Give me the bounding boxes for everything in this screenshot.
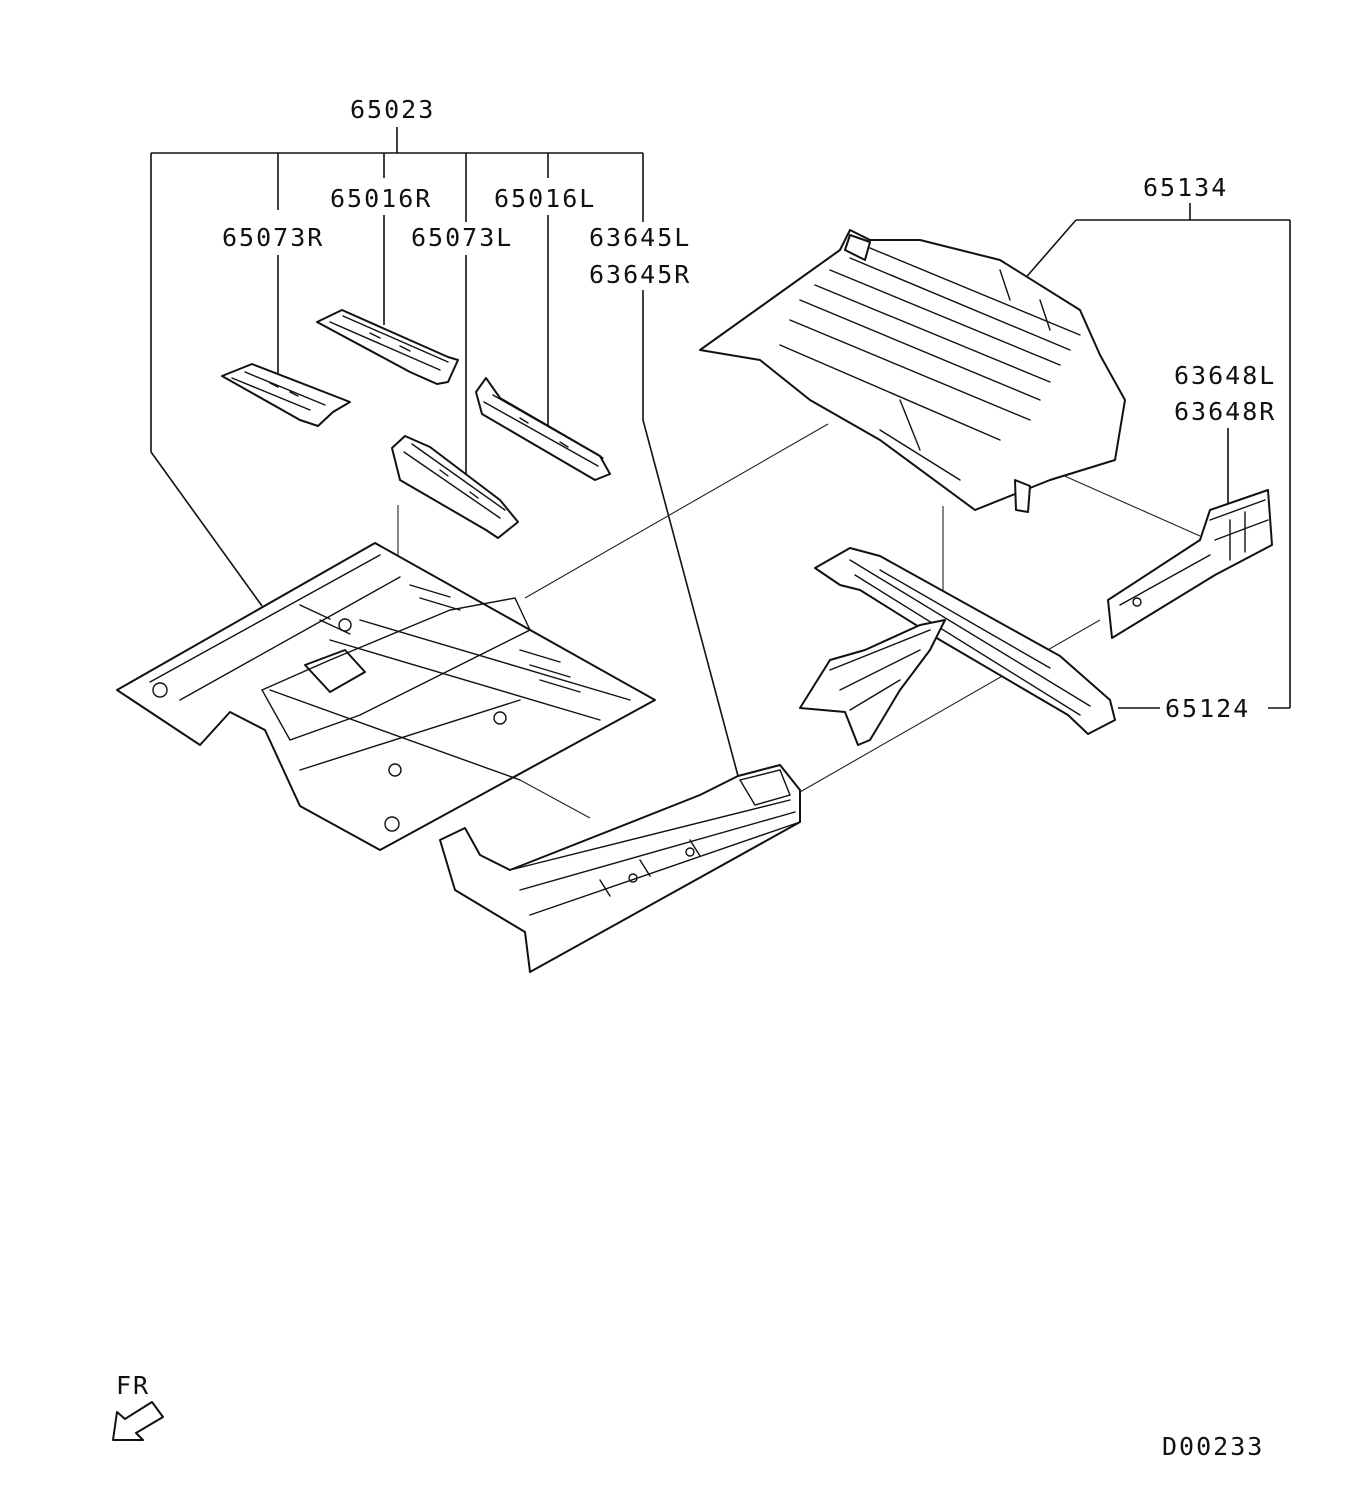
part-65016R-member [316, 309, 459, 385]
label-65073R: 65073R [222, 223, 324, 252]
diagram-code: D00233 [1162, 1432, 1264, 1461]
label-63648R: 63648R [1174, 397, 1276, 426]
leader-lines [150, 127, 1291, 819]
part-63648-rear-side-member [1107, 489, 1273, 639]
label-65023: 65023 [350, 95, 435, 124]
part-65124-crossmember [799, 547, 1116, 746]
part-65023-front-floor-panel [116, 542, 656, 851]
label-65016R: 65016R [330, 184, 432, 213]
label-63645R: 63645R [589, 260, 691, 289]
front-direction-indicator: FR [112, 1371, 164, 1441]
label-63648L: 63648L [1174, 361, 1276, 390]
label-65016L: 65016L [494, 184, 596, 213]
part-63645-side-sill [439, 764, 801, 973]
part-65073R-member [221, 363, 351, 427]
part-65134-rear-floor-panel [699, 229, 1126, 513]
label-63645L: 63645L [589, 223, 691, 252]
label-65134: 65134 [1143, 173, 1228, 202]
direction-label: FR [116, 1371, 150, 1400]
label-65073L: 65073L [411, 223, 513, 252]
part-labels: 65023 65016R 65016L 65073R 65073L 63645L… [222, 95, 1276, 723]
arrow-front-left-icon [112, 1401, 164, 1441]
label-65124: 65124 [1165, 694, 1250, 723]
part-65016L-member [475, 377, 611, 481]
part-65073L-member [391, 435, 519, 539]
